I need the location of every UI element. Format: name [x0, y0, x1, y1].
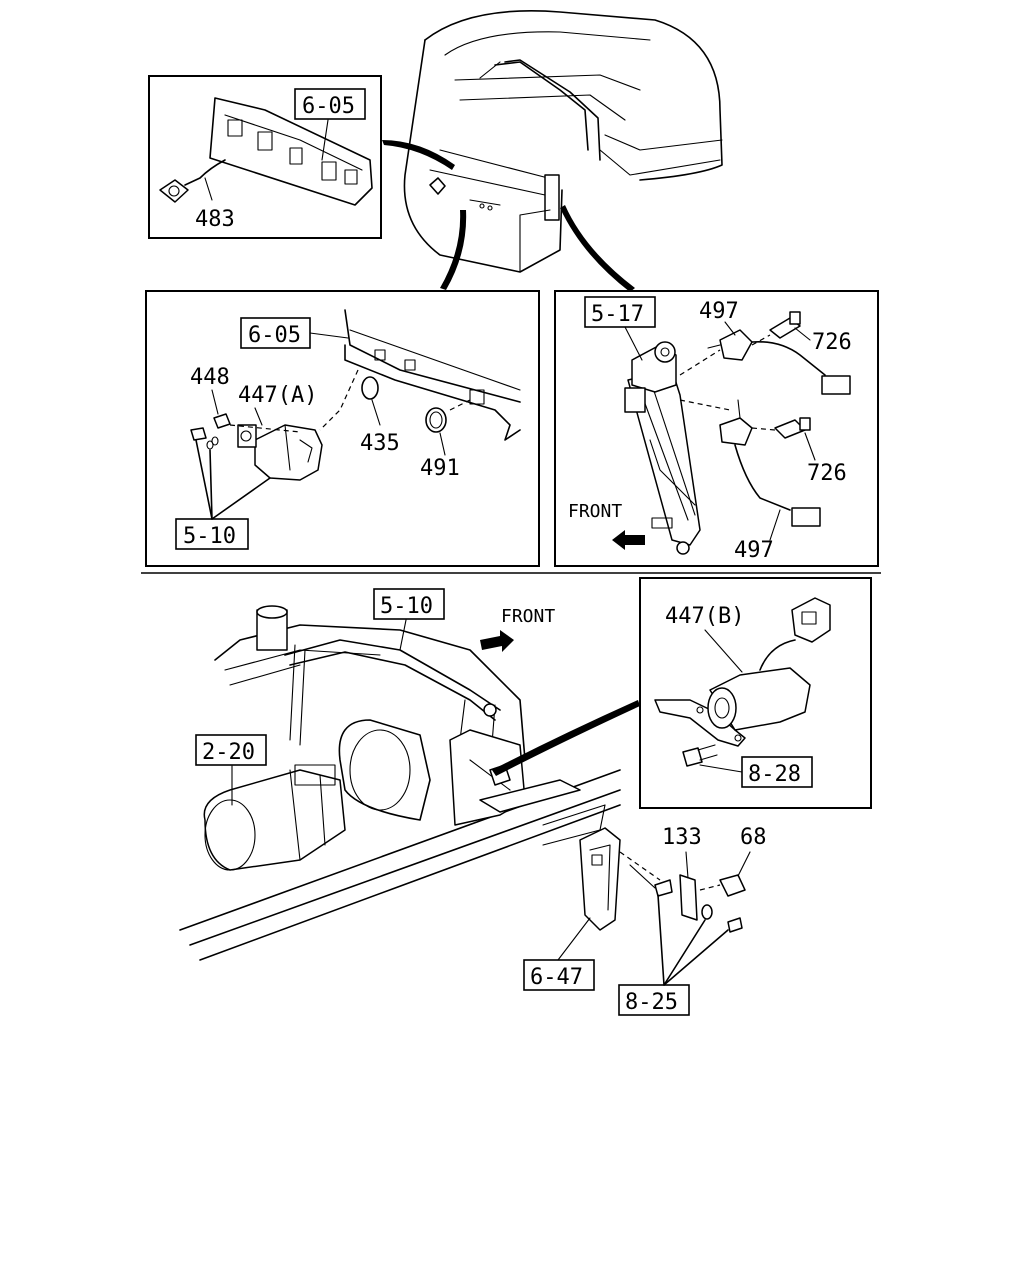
- label-2-20: 2-20: [202, 740, 255, 765]
- label-6-05-top: 6-05: [302, 94, 355, 119]
- leader-arrow-right: [560, 205, 635, 292]
- lower-right-inset: 447(B) 8-28: [639, 577, 872, 809]
- front-arrow-lower: [480, 630, 514, 652]
- leader-arrow-top: [382, 140, 455, 170]
- lower-illustration: FRONT 5-10 2-20 133 68 6-47 8-25: [179, 588, 767, 1016]
- label-497-bottom: 497: [734, 538, 774, 563]
- middle-right-inset: FRONT 5-17 497 726 726 497: [554, 290, 879, 567]
- label-726-bottom: 726: [807, 461, 847, 486]
- label-front-mid: FRONT: [568, 501, 622, 522]
- label-483: 483: [195, 207, 235, 232]
- label-8-25: 8-25: [625, 990, 678, 1015]
- label-6-47: 6-47: [530, 965, 583, 990]
- leader-arrow-left: [440, 210, 467, 290]
- label-front-lower: FRONT: [501, 606, 555, 627]
- middle-left-inset: 6-05 448 447(A) 435 491 5-10: [145, 290, 540, 567]
- label-447b: 447(B): [665, 604, 744, 629]
- label-5-17: 5-17: [591, 302, 644, 327]
- cab-illustration: [403, 10, 723, 273]
- top-inset: 6-05 483: [148, 75, 382, 239]
- label-8-28: 8-28: [748, 762, 801, 787]
- label-6-05-mid: 6-05: [248, 323, 301, 348]
- label-68: 68: [740, 825, 767, 850]
- label-5-10-mid: 5-10: [183, 524, 236, 549]
- front-arrow-mid: [612, 530, 645, 550]
- label-491: 491: [420, 456, 460, 481]
- leader-arrow-lower: [492, 700, 640, 776]
- label-5-10-lower: 5-10: [380, 594, 433, 619]
- label-448: 448: [190, 365, 230, 390]
- label-435: 435: [360, 431, 400, 456]
- label-726-top: 726: [812, 330, 852, 355]
- label-447a: 447(A): [238, 383, 317, 408]
- label-133: 133: [662, 825, 702, 850]
- label-497-top: 497: [699, 299, 739, 324]
